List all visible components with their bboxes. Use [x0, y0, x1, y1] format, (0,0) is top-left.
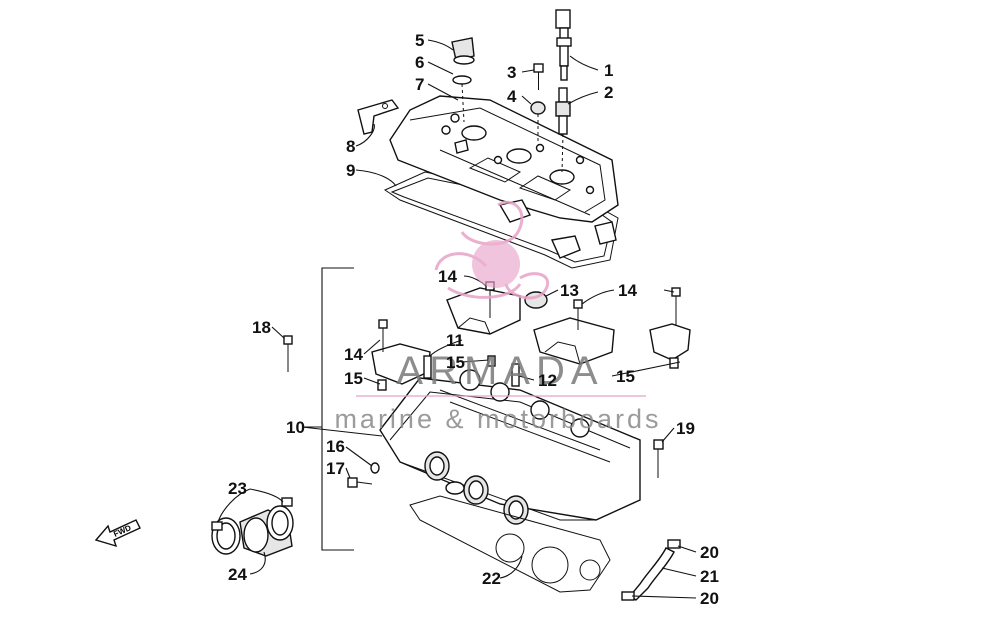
callout-24: 24	[228, 565, 247, 584]
watermark-subtitle: marine & motorboards	[334, 404, 661, 434]
callout-20-bottom: 20	[700, 589, 719, 608]
head-gasket	[409, 495, 611, 593]
intake-boot-assembly	[211, 497, 294, 557]
callout-20-top: 20	[700, 543, 719, 562]
callout-18: 18	[252, 318, 271, 337]
forward-direction-arrow: FWD	[94, 519, 141, 548]
callout-14-right: 14	[618, 281, 637, 300]
filler-cap-o-ring	[452, 75, 472, 85]
valve-cover-assembly	[357, 9, 619, 269]
callout-1: 1	[604, 61, 613, 80]
cylinder-head	[379, 369, 641, 593]
callout-21: 21	[700, 567, 719, 586]
cover-grommet	[530, 101, 546, 115]
callout-19: 19	[676, 419, 695, 438]
callout-6: 6	[415, 53, 424, 72]
callout-16: 16	[326, 437, 345, 456]
leader-lines	[217, 39, 697, 599]
ignition-coil	[555, 9, 572, 81]
watermark-title: ARMADA	[396, 349, 603, 393]
callout-14-left: 14	[344, 345, 363, 364]
callout-4: 4	[507, 87, 517, 106]
callout-14-top: 14	[438, 267, 457, 286]
cover-bolt	[533, 63, 544, 90]
callout-15-mid: 15	[446, 353, 465, 372]
callout-23: 23	[228, 479, 247, 498]
callout-2: 2	[604, 83, 613, 102]
callout-10: 10	[286, 418, 305, 437]
callout-labels: 1 2 3 4 5 6 7 8 9 10 11 12 13 14 14 14 1…	[228, 31, 719, 608]
callout-5: 5	[415, 31, 424, 50]
oil-filler-cap	[451, 37, 475, 61]
watermark: ARMADA marine & motorboards	[334, 200, 661, 434]
spark-plug	[555, 87, 571, 135]
callout-7: 7	[415, 75, 424, 94]
callout-12: 12	[538, 371, 557, 390]
callout-17: 17	[326, 459, 345, 478]
cover-bracket	[357, 99, 400, 135]
callout-15-left: 15	[344, 369, 363, 388]
callout-11: 11	[446, 331, 464, 350]
callout-8: 8	[346, 137, 355, 156]
head-bolts	[283, 335, 664, 478]
watermark-logo	[434, 200, 550, 300]
callout-3: 3	[507, 63, 516, 82]
callout-22: 22	[482, 569, 501, 588]
callout-9: 9	[346, 161, 355, 180]
callout-15-right: 15	[616, 367, 635, 386]
callout-13: 13	[560, 281, 579, 300]
side-bolt	[347, 462, 380, 488]
